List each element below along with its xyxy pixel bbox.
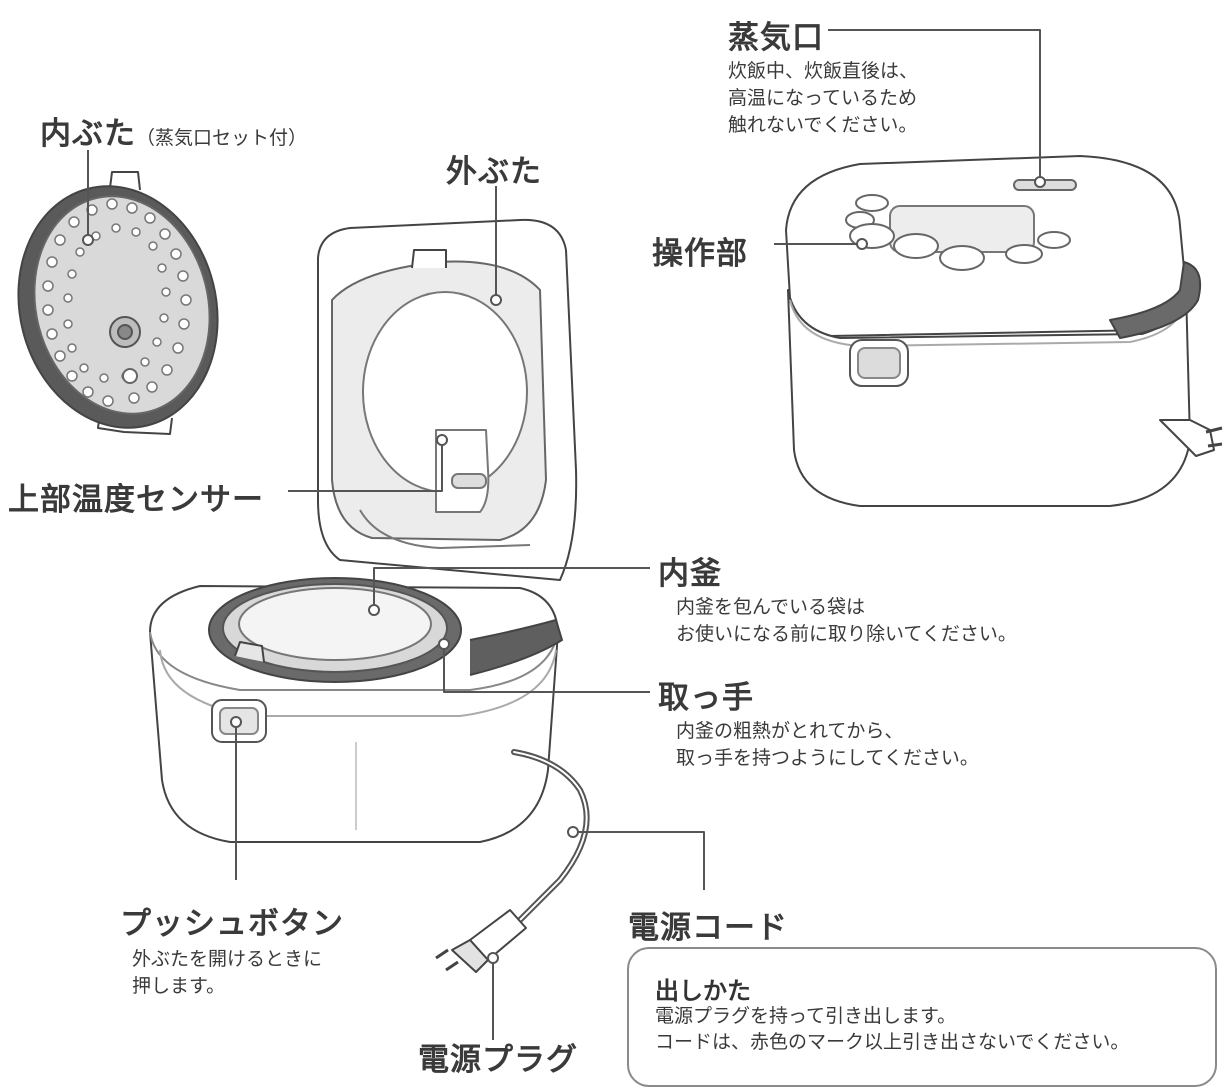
callout-dots [82,176,1046,964]
push-button-label: プッシュボタン [120,906,344,942]
callout-lines [87,29,1041,1040]
handle-label: 取っ手 [658,680,754,716]
outer-lid-label: 外ぶた [446,154,542,190]
steam-vent-label: 蒸気口 [728,20,824,56]
closed-cooker-illustration [785,155,1223,507]
power-cord-label: 電源コード [628,910,788,946]
push-button-note: 外ぶたを開けるときに 押します。 [132,948,323,997]
inner-pot-label: 内釜 [658,556,722,592]
cord-instructions-title: 出しかた [655,977,751,1005]
cooker-body-illustration [149,577,563,843]
inner-lid-label: 内ぶた（蒸気口セット付） [40,108,307,153]
inner-lid-title: 内ぶた [40,116,136,152]
power-cord-illustration [435,749,590,973]
steam-vent-note: 炊飯中、炊飯直後は、 高温になっているため 触れないでください。 [728,60,919,136]
top-sensor-label: 上部温度センサー [8,482,264,518]
cord-instructions-box: 出しかた 電源プラグを持って引き出します。 コードは、赤色のマーク以上引き出さな… [627,947,1217,1087]
outer-lid-illustration [317,218,578,581]
inner-lid-subtitle: （蒸気口セット付） [136,127,308,149]
control-panel-label: 操作部 [652,236,748,272]
cord-instructions-body: 電源プラグを持って引き出します。 コードは、赤色のマーク以上引き出さないでくださ… [655,1005,1130,1053]
inner-pot-note: 内釜を包んでいる袋は お使いになる前に取り除いてください。 [676,596,1017,645]
inner-lid-illustration [17,171,219,435]
power-plug-label: 電源プラグ [418,1042,578,1078]
handle-note: 内釜の粗熱がとれてから、 取っ手を持つようにしてください。 [676,720,979,769]
